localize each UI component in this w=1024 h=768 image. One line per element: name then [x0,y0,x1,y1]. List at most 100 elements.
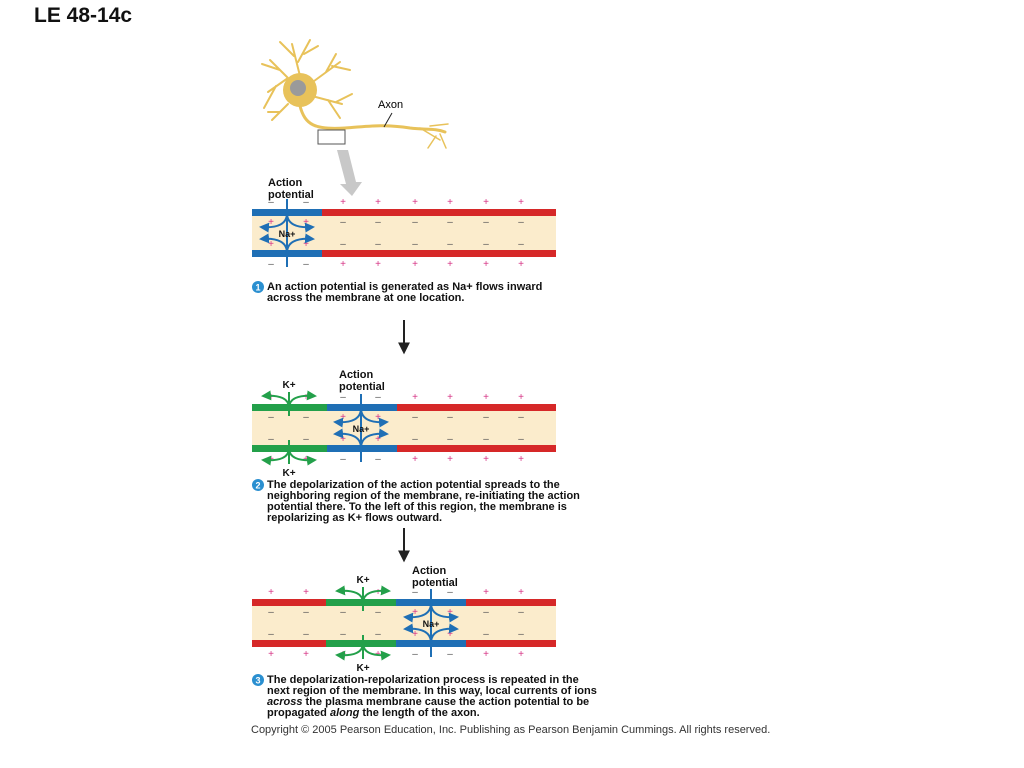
na-label: Na+ [353,424,370,434]
cytoplasm [252,411,556,445]
charge-sign: – [483,217,489,228]
k-label: K+ [356,575,369,586]
na-arrow [360,407,389,428]
charge-sign: – [303,197,309,208]
charge-sign: + [268,649,274,660]
membrane-top-segment [326,599,396,606]
charge-sign: + [340,197,346,208]
charge-sign: – [483,629,489,640]
membrane-top-segment [252,599,326,606]
action-potential-label: potential [339,381,385,393]
membrane-bottom-segment [326,640,396,647]
step-number: 2 [255,481,260,491]
charge-sign: – [483,434,489,445]
charge-sign: + [412,454,418,465]
charge-sign: – [447,587,453,598]
step-number: 1 [255,283,260,293]
charge-sign: + [375,412,381,423]
charge-sign: + [303,217,309,228]
charge-sign: – [340,392,346,403]
charge-sign: – [412,239,418,250]
k-arrow [288,447,317,466]
step-number-circle [252,674,264,686]
charge-sign: + [303,587,309,598]
charge-sign: + [340,434,346,445]
charge-sign: – [303,607,309,618]
charge-sign: – [518,217,524,228]
charge-sign: + [447,197,453,208]
zoom-arrow [337,150,362,196]
na-arrow [286,233,315,254]
charge-sign: + [412,259,418,270]
charge-sign: – [340,607,346,618]
charge-sign: – [412,217,418,228]
charge-sign: – [412,412,418,423]
membrane-bottom-segment [322,250,556,257]
action-potential-label: potential [412,577,458,589]
charge-sign: – [303,259,309,270]
charge-sign: + [483,197,489,208]
charge-sign: – [518,239,524,250]
step-2-text: The depolarization of the action potenti… [267,479,580,524]
step-number-circle [252,281,264,293]
charge-sign: – [518,607,524,618]
axon-label: Axon [378,99,403,111]
charge-sign: + [483,259,489,270]
charge-sign: + [412,392,418,403]
charge-sign: + [340,587,346,598]
membrane-bottom-segment [397,445,556,452]
charge-sign: + [483,649,489,660]
charge-sign: + [518,197,524,208]
charge-sign: – [268,412,274,423]
na-arrow [360,428,389,449]
charge-sign: + [518,454,524,465]
k-arrow [288,390,317,409]
charge-sign: – [447,434,453,445]
axon-pointer [383,112,393,128]
charge-sign: – [447,649,453,660]
step-number: 3 [255,676,260,686]
charge-sign: + [412,629,418,640]
membrane-bottom-segment [252,640,326,647]
charge-sign: – [518,412,524,423]
k-arrow [362,585,391,604]
charge-sign: – [375,607,381,618]
charge-sign: + [483,587,489,598]
k-label: K+ [282,380,295,391]
action-potential-label: Action [339,369,374,381]
charge-sign: – [375,454,381,465]
action-potential-label: potential [268,189,314,201]
na-label: Na+ [279,229,296,239]
charge-sign: + [518,587,524,598]
charge-sign: – [447,217,453,228]
charge-sign: + [412,607,418,618]
na-arrow [430,602,459,623]
charge-sign: + [340,412,346,423]
charge-sign: – [447,412,453,423]
charge-sign: – [375,629,381,640]
charge-sign: – [518,434,524,445]
charge-sign: + [268,392,274,403]
charge-sign: + [447,392,453,403]
copyright: Copyright © 2005 Pearson Education, Inc.… [251,724,771,736]
membrane-top-segment [466,599,556,606]
neuron-illustration [261,39,449,149]
charge-sign: – [340,629,346,640]
charge-sign: – [268,259,274,270]
action-potential-label: Action [412,565,447,577]
k-label: K+ [282,468,295,479]
charge-sign: + [268,239,274,250]
membrane-top-segment [397,404,556,411]
charge-sign: – [447,239,453,250]
step-1-text: An action potential is generated as Na+ … [267,281,543,304]
charge-sign: + [518,392,524,403]
charge-sign: + [483,392,489,403]
charge-sign: + [447,454,453,465]
charge-sign: – [303,412,309,423]
k-label: K+ [356,663,369,674]
cytoplasm [252,216,556,250]
na-label: Na+ [423,619,440,629]
charge-sign: + [447,259,453,270]
page-title: LE 48-14c [34,4,133,27]
